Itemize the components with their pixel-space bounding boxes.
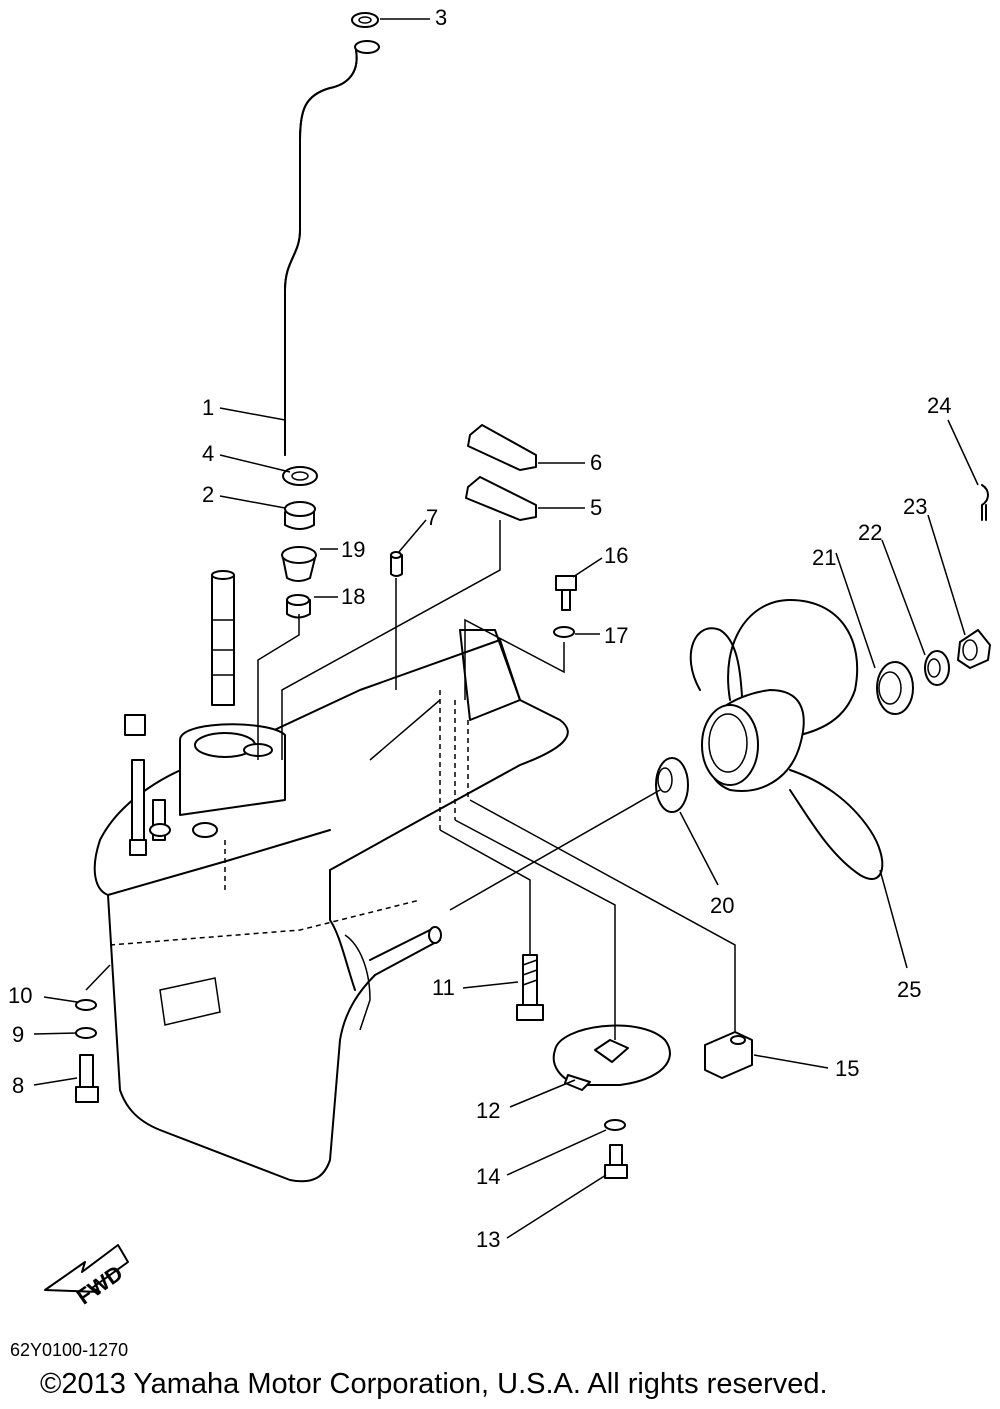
- callout-21: 21: [812, 545, 836, 570]
- tube-seals: [281, 466, 318, 619]
- callout-6: 6: [590, 450, 602, 475]
- callout-12: 12: [476, 1098, 500, 1123]
- callout-13: 13: [476, 1227, 500, 1252]
- callout-23: 23: [903, 494, 927, 519]
- callout-8: 8: [12, 1073, 24, 1098]
- propeller-25: [689, 599, 884, 880]
- fwd-arrow-icon: FWD: [44, 1244, 129, 1309]
- callout-25: 25: [897, 977, 921, 1002]
- callout-24: 24: [927, 393, 951, 418]
- callout-17: 17: [604, 623, 628, 648]
- copyright-notice: ©2013 Yamaha Motor Corporation, U.S.A. A…: [40, 1368, 828, 1400]
- callout-1: 1: [202, 395, 214, 420]
- callout-labels: 1 2 3 4 5 6 7 8 9 10 11 12 13 14 15 16 1…: [8, 5, 951, 1252]
- leader-lines: [33, 18, 979, 1239]
- callout-7: 7: [426, 505, 438, 530]
- bolt-8: [75, 999, 99, 1103]
- water-tube: [284, 40, 380, 456]
- callout-10: 10: [8, 983, 32, 1008]
- callout-15: 15: [835, 1056, 859, 1081]
- thrust-washer-20: [655, 757, 689, 813]
- callout-9: 9: [12, 1022, 24, 1047]
- callout-16: 16: [604, 543, 628, 568]
- callout-2: 2: [202, 482, 214, 507]
- shift-rod: [124, 714, 171, 856]
- trim-tabs: [465, 424, 537, 521]
- prop-hardware: [876, 484, 991, 715]
- drive-shaft: [179, 570, 286, 838]
- bolt-11: [516, 954, 544, 1021]
- bolt-16: [553, 575, 577, 638]
- trim-tab-12: [552, 1024, 671, 1179]
- drawing-code: 62Y0100-1270: [10, 1340, 129, 1360]
- dowel-pin: [390, 554, 403, 577]
- callout-19: 19: [341, 537, 365, 562]
- callout-18: 18: [341, 584, 365, 609]
- seal-3: [351, 12, 379, 28]
- callout-22: 22: [858, 520, 882, 545]
- guide-lines: [85, 520, 736, 1040]
- lower-casing: [93, 629, 569, 1183]
- callout-11: 11: [432, 975, 455, 1000]
- callout-14: 14: [476, 1164, 500, 1189]
- callout-20: 20: [710, 893, 734, 918]
- callout-3: 3: [435, 5, 447, 30]
- callout-4: 4: [202, 441, 214, 466]
- callout-5: 5: [590, 495, 602, 520]
